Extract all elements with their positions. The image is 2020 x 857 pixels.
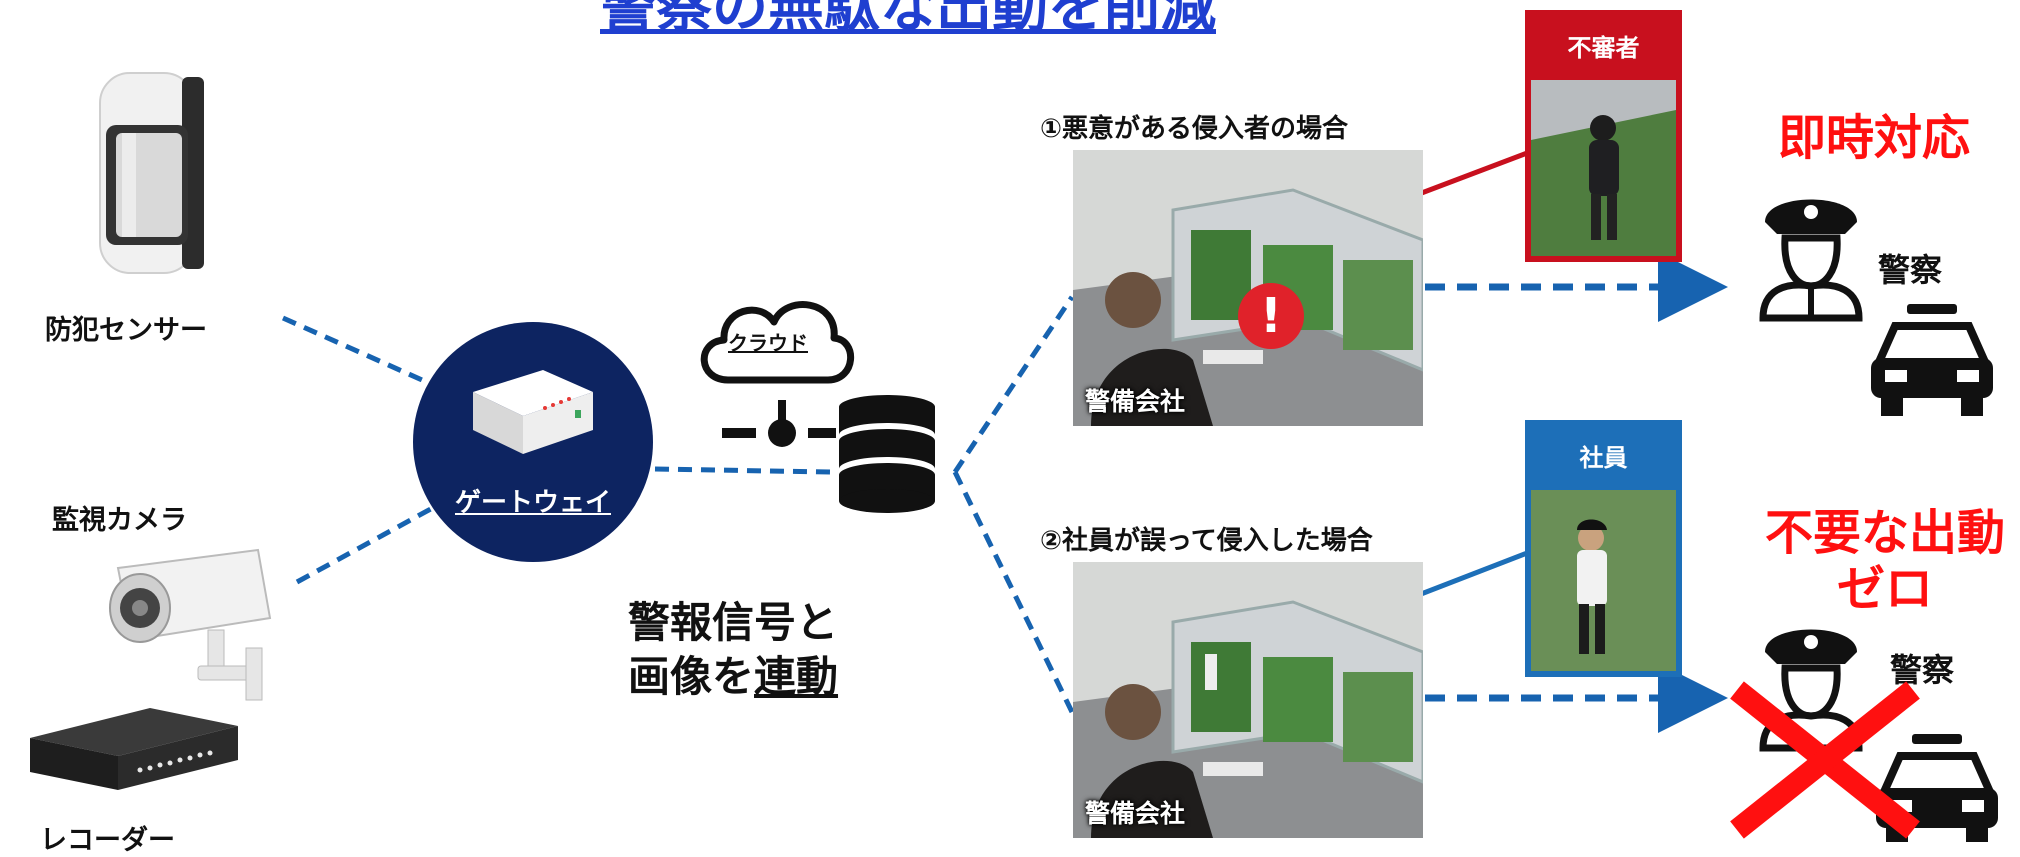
- scenario2-result: 不要な出動 ゼロ: [1765, 505, 2005, 617]
- db-to-scene2-line: [952, 470, 1075, 714]
- gateway-box-icon: [473, 370, 593, 454]
- scenario2-room-caption: 警備会社: [1085, 799, 1186, 828]
- sensor-device: [62, 55, 222, 285]
- link-text-line2-underlined: 連動: [754, 652, 839, 701]
- cloud-node: クラウド: [688, 280, 858, 400]
- db-to-scene1-line: [952, 295, 1075, 474]
- suspect-zoom-card: 不審者: [1525, 10, 1682, 262]
- camera-device: [88, 548, 288, 703]
- gateway-to-cloud-line: [654, 466, 831, 475]
- sensor-to-gateway-line: [281, 315, 442, 391]
- alert-badge: !: [1238, 283, 1304, 349]
- scenario2-result-line2: ゼロ: [1837, 561, 1934, 617]
- sensor-icon: [99, 72, 204, 274]
- scenario2-police-label: 警察: [1890, 651, 1955, 689]
- gateway-node: ゲートウェイ: [413, 322, 653, 562]
- scenario1-heading: ①悪意がある侵入者の場合: [1040, 114, 1349, 144]
- link-text-line2: 画像を連動: [628, 650, 838, 704]
- security-room-illustration: [1073, 562, 1423, 838]
- suspect-figure-image: [1531, 80, 1676, 256]
- scenario1-police-label: 警察: [1878, 251, 1943, 289]
- sensor-label: 防犯センサー: [45, 315, 207, 346]
- page-title: 警察の無駄な出動を削減: [600, 0, 1216, 40]
- employee-zoom-header: 社員: [1531, 426, 1676, 490]
- police-car-icon: [1871, 304, 1993, 416]
- recorder-icon: [30, 708, 238, 790]
- link-text-line2-prefix: 画像を: [628, 652, 755, 701]
- recorder-label: レコーダー: [40, 825, 175, 856]
- employee-zoom-card: 社員: [1525, 420, 1682, 677]
- recorder-device: [10, 698, 250, 808]
- scenario2-result-line1: 不要な出動: [1765, 505, 2006, 561]
- server-network-icon: [722, 395, 935, 513]
- employee-figure-image: [1531, 490, 1676, 671]
- cross-mark-icon: [1730, 681, 1920, 839]
- scenario2-room-image: 警備会社: [1073, 562, 1423, 838]
- scenario2-heading: ②社員が誤って侵入した場合: [1040, 526, 1373, 556]
- scenario1-room-caption: 警備会社: [1085, 387, 1186, 416]
- scenario1-result: 即時対応: [1778, 110, 1971, 166]
- cloud-label: クラウド: [728, 331, 808, 355]
- link-text-line1: 警報信号と: [628, 598, 839, 647]
- scenario1-room-image: 警備会社 !: [1073, 150, 1423, 426]
- police-officer-icon: [1759, 199, 1863, 322]
- security-room-illustration: [1073, 150, 1423, 426]
- link-text-block: 警報信号と 画像を連動: [628, 596, 838, 704]
- cloud-icon: [700, 301, 854, 384]
- alert-icon: !: [1260, 288, 1282, 344]
- suspect-zoom-header: 不審者: [1531, 16, 1676, 80]
- camera-label: 監視カメラ: [52, 505, 187, 536]
- camera-to-gateway-line: [295, 502, 440, 585]
- gateway-label: ゲートウェイ: [454, 488, 611, 518]
- security-camera-icon: [109, 548, 272, 701]
